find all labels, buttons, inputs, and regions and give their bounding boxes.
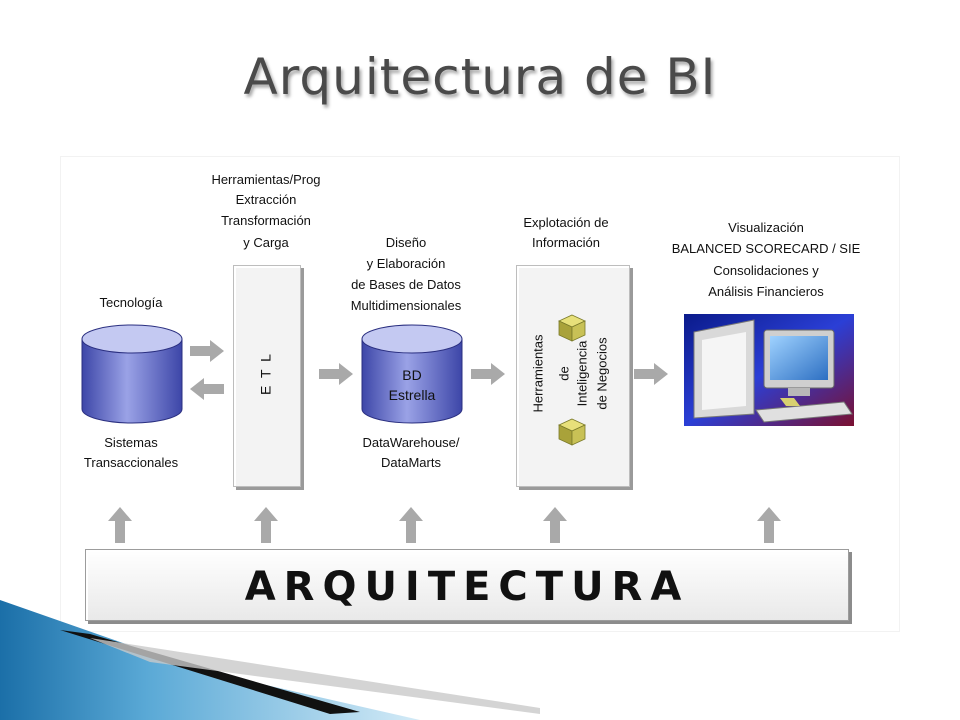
etl-header-line-4: y Carga: [243, 235, 289, 250]
cube-icon: [558, 418, 586, 446]
etl-header-line-1: Herramientas/Prog: [211, 172, 321, 187]
diseno-line-4: Multidimensionales: [350, 298, 462, 313]
bd-label-line-1: BD: [402, 367, 422, 383]
explotacion-line-2: Información: [532, 235, 600, 250]
etl-header-line-2: Extracción: [235, 192, 297, 207]
diseno-line-2: y Elaboración: [366, 256, 446, 271]
datawarehouse-line-2: DataMarts: [381, 455, 441, 470]
right-arrow-icon: [471, 363, 505, 385]
datawarehouse-line-1: DataWarehouse/: [362, 435, 460, 450]
herramientas-line-1: Herramientas: [530, 334, 546, 413]
bd-label-line-2: Estrella: [388, 387, 436, 403]
visualizacion-line-2: BALANCED SCORECARD / SIE: [671, 241, 861, 256]
diseno-line-1: Diseño: [385, 235, 427, 250]
architecture-label: ARQUITECTURA: [244, 564, 690, 610]
tecnologia-label: Tecnología: [99, 295, 163, 310]
up-arrow-icon: [108, 507, 132, 543]
right-arrow-icon: [634, 363, 668, 385]
explotacion-line-1: Explotación de: [523, 215, 609, 230]
sistemas-line-2: Transaccionales: [83, 455, 179, 470]
bi-tools-panel: [516, 265, 630, 487]
computer-monitor-icon: [684, 314, 854, 426]
architecture-diagram: Tecnología Sistemas Transaccionales Herr…: [61, 157, 899, 631]
sistemas-line-1: Sistemas: [104, 435, 158, 450]
visualizacion-line-1: Visualización: [728, 220, 804, 235]
herramientas-line-4: de Negocios: [594, 337, 610, 410]
diseno-line-3: de Bases de Datos: [351, 277, 461, 292]
etl-header-line-3: Transformación: [221, 213, 311, 228]
decorative-sweep: [0, 600, 540, 720]
architecture-bar: ARQUITECTURA: [85, 549, 849, 621]
database-cylinder-icon: [81, 324, 183, 424]
up-arrow-icon: [757, 507, 781, 543]
right-arrow-icon: [319, 363, 353, 385]
visualizacion-line-4: Análisis Financieros: [708, 284, 824, 299]
herramientas-line-2: de: [556, 366, 572, 381]
up-arrow-icon: [399, 507, 423, 543]
left-arrow-icon: [190, 378, 224, 400]
etl-panel: [233, 265, 301, 487]
slide-title: Arquitectura de BI: [243, 48, 717, 106]
up-arrow-icon: [254, 507, 278, 543]
right-arrow-icon: [190, 340, 224, 362]
herramientas-line-3: Inteligencia: [574, 340, 590, 407]
etl-label: E T L: [257, 352, 274, 395]
star-database-cylinder-icon: [361, 324, 463, 424]
up-arrow-icon: [543, 507, 567, 543]
visualizacion-line-3: Consolidaciones y: [713, 263, 819, 278]
cube-icon: [558, 314, 586, 342]
